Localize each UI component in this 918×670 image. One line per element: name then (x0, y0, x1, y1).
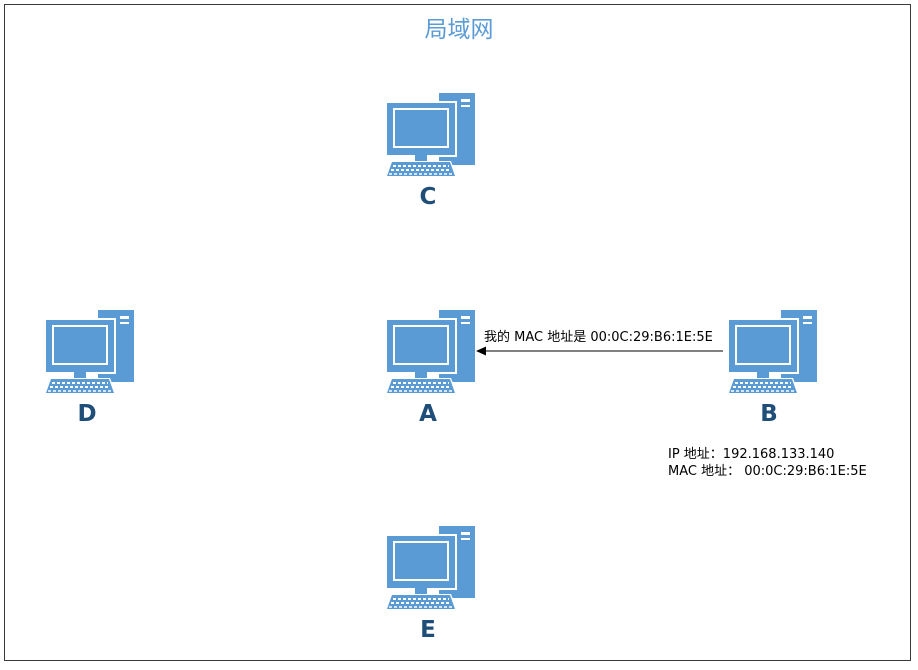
host-label-b: B (760, 401, 778, 427)
lan-boundary (4, 4, 911, 661)
computer-d-icon (40, 310, 136, 396)
computer-a-icon (381, 310, 477, 396)
host-b-mac: MAC 地址： 00:0C:29:B6:1E:5E (668, 464, 867, 479)
computer-c-icon (381, 93, 477, 179)
host-label-c: C (419, 184, 437, 210)
computer-e-icon (381, 526, 477, 612)
host-label-a: A (419, 401, 437, 427)
host-label-d: D (77, 401, 97, 427)
arp-reply-message: 我的 MAC 地址是 00:0C:29:B6:1E:5E (484, 330, 713, 345)
host-label-e: E (420, 617, 436, 643)
computer-b-icon (723, 310, 819, 396)
diagram-title: 局域网 (424, 17, 494, 43)
host-b-ip: IP 地址：192.168.133.140 (668, 447, 835, 462)
